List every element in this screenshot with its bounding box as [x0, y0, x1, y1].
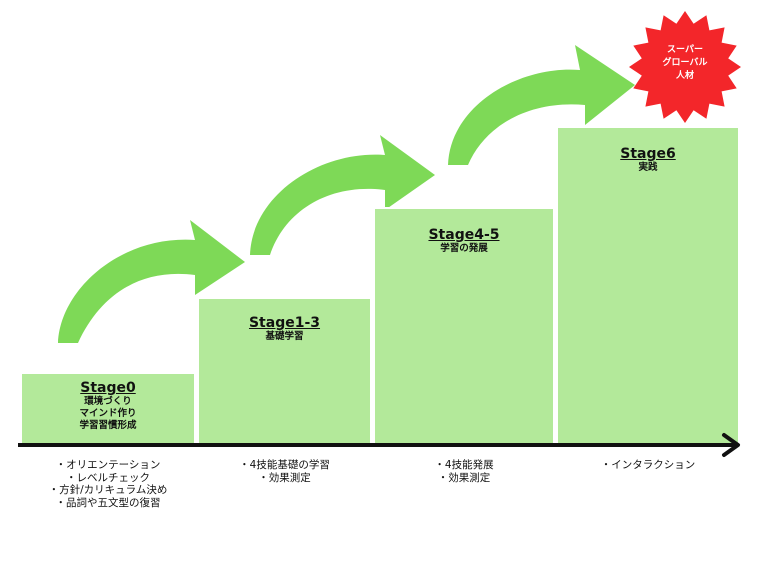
- stage-1-3-notes: ・4技能基礎の学習 ・効果測定: [197, 459, 372, 484]
- stage-6-notes: ・インタラクション: [556, 459, 740, 472]
- stage-4-5-line-1: 学習の発展: [440, 243, 488, 254]
- note-item: ・効果測定: [437, 471, 491, 484]
- stage-4-5-step: Stage4-5 学習の発展: [373, 207, 555, 445]
- note-item: ・品詞や五文型の復習: [55, 496, 161, 509]
- note-item: ・オリエンテーション: [55, 459, 161, 471]
- badge-line-1: スーパー: [667, 45, 703, 55]
- stage-6-line-1: 実践: [638, 162, 658, 173]
- stage-1-3-line-1: 基礎学習: [265, 331, 304, 342]
- curved-arrow-icon: [448, 45, 635, 165]
- stage-4-5-title: Stage4-5: [428, 227, 500, 243]
- note-item: ・方針/カリキュラム決め: [48, 484, 168, 496]
- curved-arrow-icon: [250, 135, 435, 255]
- note-item: ・インタラクション: [600, 459, 696, 471]
- badge-line-2: グローバル: [662, 58, 708, 68]
- stage-6-step: Stage6 実践: [556, 126, 740, 445]
- badge-text: スーパー グローバル 人材: [640, 44, 730, 83]
- note-item: ・4技能発展: [434, 459, 494, 471]
- stage-4-5-notes: ・4技能発展 ・効果測定: [373, 459, 555, 484]
- stage-0-line-1: 環境づくり: [84, 396, 132, 407]
- stage-6-title: Stage6: [620, 146, 676, 162]
- stage-1-3-step: Stage1-3 基礎学習: [197, 297, 372, 445]
- note-item: ・4技能基礎の学習: [239, 459, 330, 471]
- stage-0-notes: ・オリエンテーション ・レベルチェック ・方針/カリキュラム決め ・品詞や五文型…: [20, 459, 196, 509]
- note-item: ・レベルチェック: [66, 471, 150, 484]
- stage-0-line-3: 学習習慣形成: [79, 420, 137, 431]
- curved-arrow-icon: [58, 220, 245, 343]
- note-item: ・効果測定: [258, 471, 311, 484]
- stage-0-title: Stage0: [80, 380, 136, 396]
- stage-1-3-title: Stage1-3: [248, 315, 321, 331]
- badge-line-3: 人材: [675, 71, 694, 81]
- stage-0-step: Stage0 環境づくり マインド作り 学習習慣形成: [20, 372, 196, 445]
- stage-0-line-2: マインド作り: [79, 408, 137, 419]
